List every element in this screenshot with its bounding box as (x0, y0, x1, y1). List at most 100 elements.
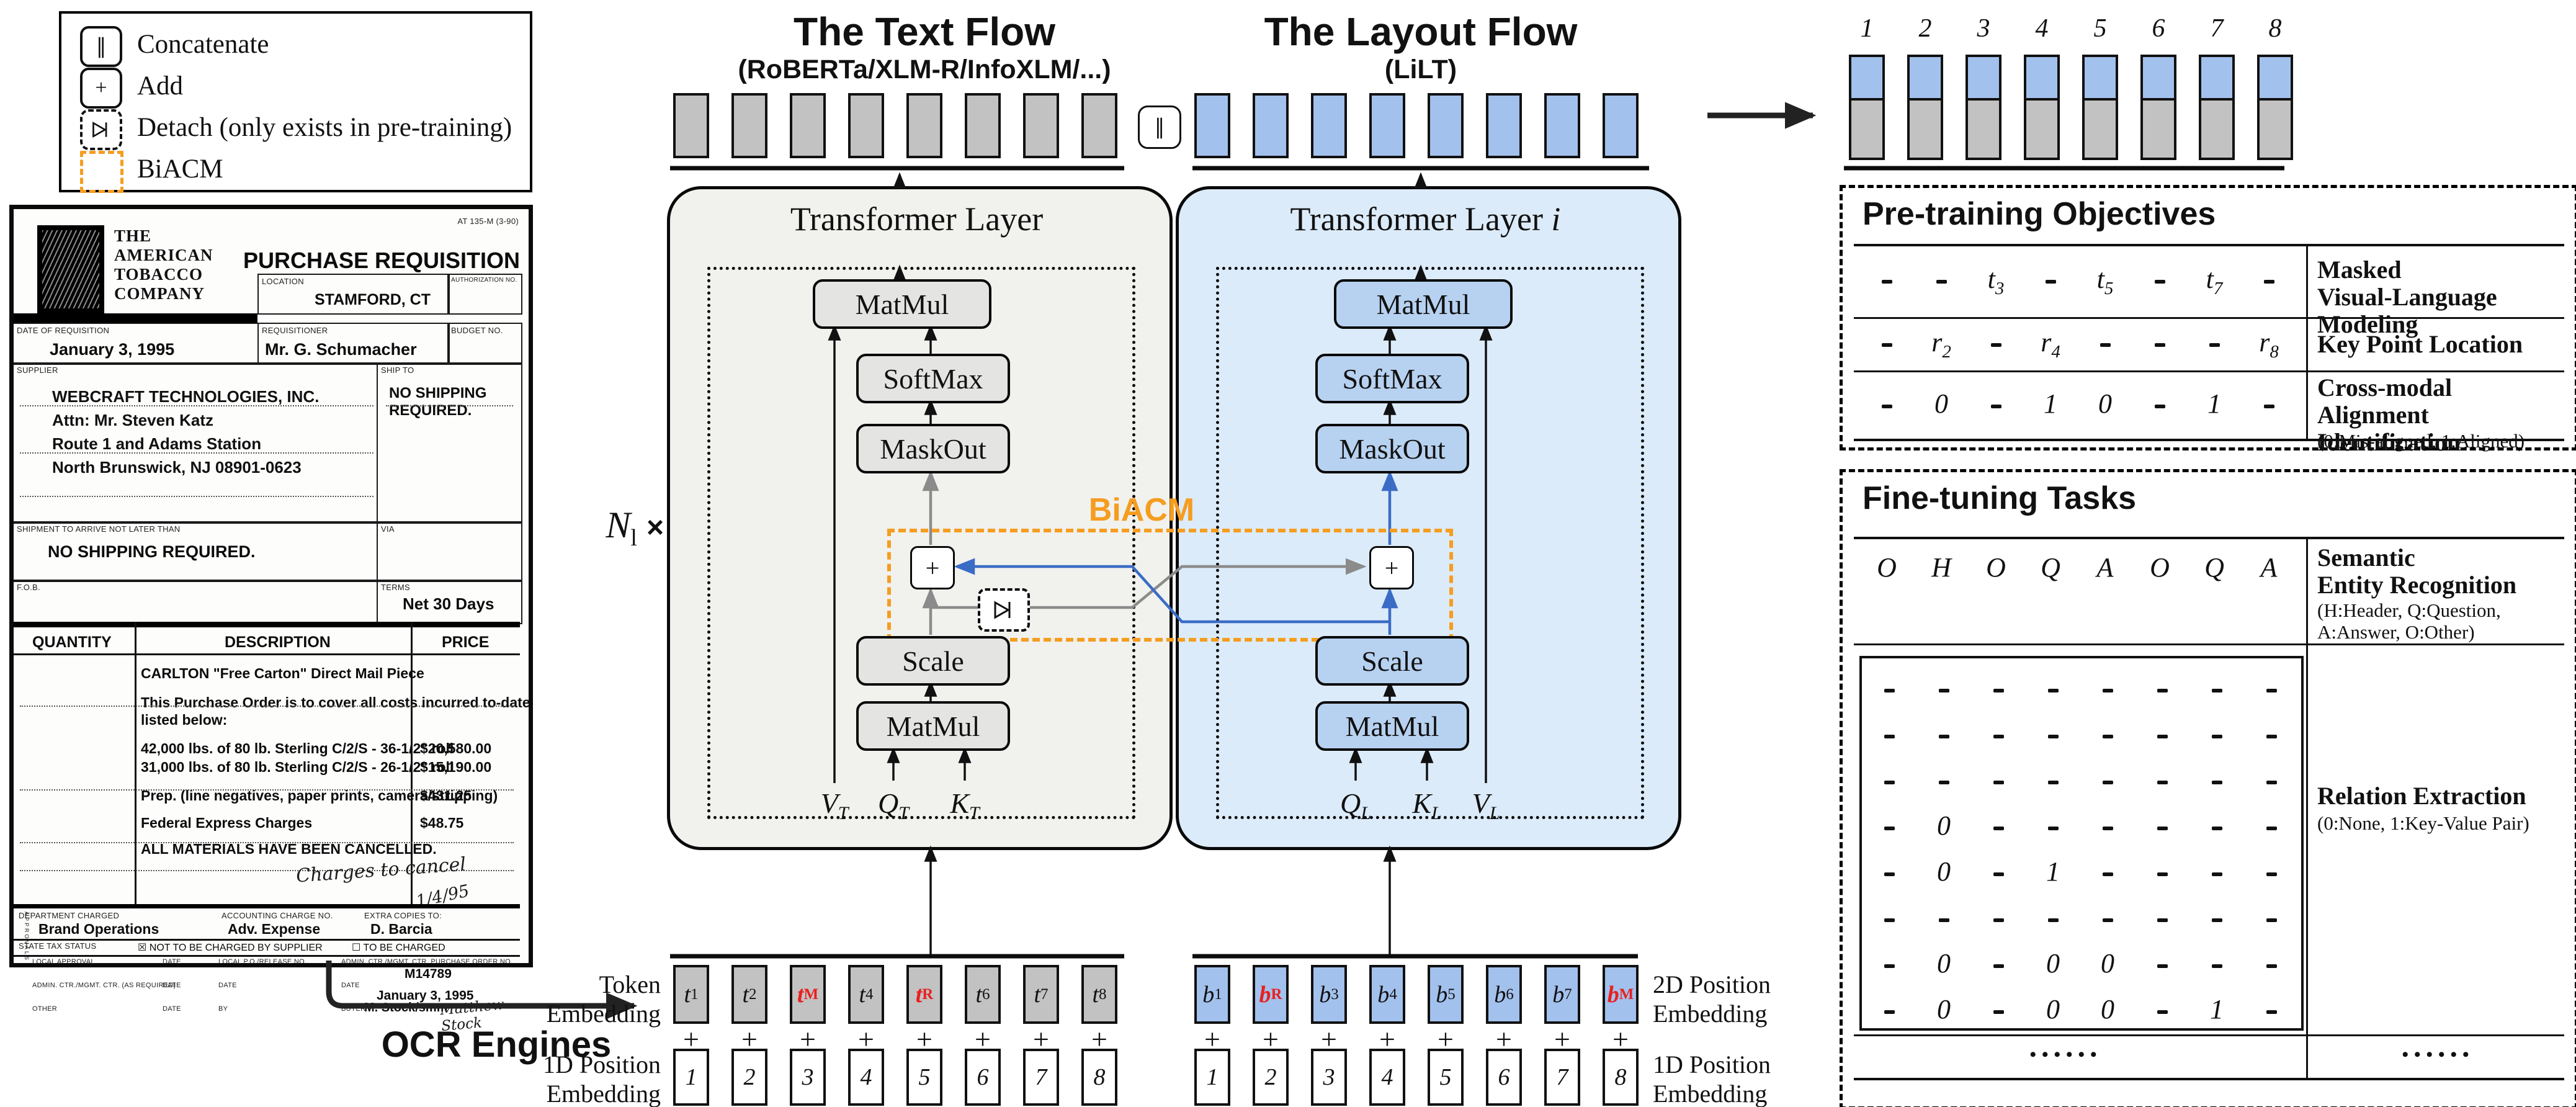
text-q-input-label: QT (878, 787, 909, 824)
pretraining-cell (1867, 263, 1907, 298)
stacked-box-layout-half (2143, 57, 2174, 101)
matrix-cell (2033, 902, 2073, 936)
output-index: 6 (2152, 14, 2165, 43)
ellipsis-left: •••••• (2029, 1044, 2103, 1065)
stacked-box-layout-half (2026, 57, 2057, 101)
n-symbol: N (606, 504, 631, 545)
detach-op (978, 588, 1030, 632)
column-divider (2306, 537, 2308, 1080)
add-sign: + (1263, 1023, 1279, 1055)
table-desc-line: ALL MATERIALS HAVE BEEN CANCELLED. (141, 841, 437, 857)
dotted-leader (20, 405, 373, 406)
times-symbol: × (646, 511, 664, 544)
add-sign: + (1496, 1023, 1512, 1055)
matrix-cell (2142, 948, 2182, 982)
stacked-box-layout-half (1910, 57, 1941, 101)
stacked-box-layout-half (1851, 57, 1882, 101)
date-cell: DATE OF REQUISITION January 3, 1995 (14, 323, 259, 365)
rule (14, 955, 520, 957)
arrive-label: SHIPMENT TO ARRIVE NOT LATER THAN (17, 524, 181, 534)
by-label: BY (218, 1005, 228, 1013)
table-top-rule (14, 622, 520, 627)
add-sign: + (1554, 1023, 1570, 1055)
matrix-cell: 1 (2046, 856, 2060, 887)
rule (1854, 317, 2564, 319)
matrix-cell (2197, 902, 2237, 936)
pretraining-cell: r4 (2041, 327, 2060, 362)
re-label: Relation Extraction (2317, 782, 2526, 810)
layout-attention-dotted-box (1216, 267, 1644, 819)
pretraining-cell (2140, 388, 2180, 423)
footer-rule (14, 904, 520, 908)
matrix-cell (2197, 810, 2237, 845)
ocr-engines-label: OCR Engines (381, 1024, 612, 1065)
layout-layer-title: Transformer Layer i (1176, 200, 1675, 238)
table-desc-line: CARLTON "Free Carton" Direct Mail Piece (141, 665, 424, 681)
matrix-cell: 0 (2046, 994, 2060, 1024)
matrix-cell (1979, 672, 2018, 707)
rule (1854, 1078, 2564, 1080)
matrix-cell: 0 (2101, 994, 2114, 1024)
pretraining-row-label: Visual-Language Modeling (2317, 283, 2497, 338)
pretraining-cell (1867, 388, 1907, 423)
budget-cell: BUDGET NO. (447, 323, 522, 365)
matrix-cell (2252, 902, 2291, 936)
pretraining-cell (1976, 326, 2016, 361)
layout-output-box (1253, 93, 1289, 158)
matrix-cell (2088, 810, 2127, 845)
matrix-cell (1979, 948, 2018, 982)
table-price-value: $15,190.00 (420, 759, 492, 775)
layout-scale: Scale (1315, 636, 1469, 686)
matrix-cell (1924, 902, 1964, 936)
rule (1854, 370, 2564, 372)
dotted-leader (20, 706, 514, 707)
detach-icon (994, 601, 1011, 619)
rule (1854, 244, 2564, 246)
matrix-cell: 0 (1937, 810, 1951, 841)
pos1d-box: 6 (965, 1049, 1001, 1106)
text-flow-subtitle: (RoBERTa/XLM-R/InfoXLM/...) (738, 55, 1111, 84)
matrix-cell (2142, 993, 2182, 1028)
layout-output-box (1603, 93, 1639, 158)
matrix-cell (2252, 856, 2291, 890)
pos1d-box: 2 (1253, 1049, 1289, 1106)
layout-output-box (1428, 93, 1464, 158)
finetuning-title: Fine-tuning Tasks (1863, 480, 2137, 516)
matrix-cell (2252, 948, 2291, 982)
pos1d-box: 2 (731, 1049, 767, 1106)
via-label: VIA (381, 524, 395, 534)
pretraining-row-label: Masked (2317, 256, 2402, 284)
stacked-output-box (2140, 55, 2176, 160)
pretraining-cell (1921, 263, 1961, 298)
text-k-input-label: KT (950, 787, 980, 824)
shipto-label: SHIP TO (381, 365, 414, 375)
table-desc-line: 31,000 lbs. of 80 lb. Sterling C/2/S - 2… (141, 759, 454, 775)
add-sign: + (683, 1023, 699, 1055)
pretraining-cell (2249, 388, 2289, 423)
stacked-box-text-half (1910, 101, 1941, 158)
matrix-cell: 0 (1937, 856, 1951, 887)
supplier-line: WEBCRAFT TECHNOLOGIES, INC. (52, 387, 320, 406)
matrix-cell (1979, 902, 2018, 936)
add-sign: + (1379, 1023, 1395, 1055)
text-attention-dotted-box (707, 267, 1135, 819)
supplier-line: Route 1 and Adams Station (52, 434, 262, 453)
matrix-cell (2197, 856, 2237, 890)
matrix-cell: 0 (2101, 948, 2114, 979)
stacked-box-text-half (2026, 101, 2057, 158)
add-sign: + (741, 1023, 758, 1055)
concat-op: ∥ (1138, 105, 1181, 149)
terms-cell: TERMS Net 30 Days (377, 580, 522, 624)
stacked-box-layout-half (1968, 57, 1999, 101)
supplier-line: Attn: Mr. Steven Katz (52, 411, 214, 429)
pretraining-cell: 0 (2098, 388, 2112, 419)
date-value: January 3, 1995 (50, 340, 175, 359)
add-sign: + (1612, 1023, 1629, 1055)
matrix-cell (1869, 856, 1909, 890)
matrix-cell: 0 (1937, 994, 1951, 1024)
text-matmul-bottom: MatMul (856, 701, 1010, 751)
